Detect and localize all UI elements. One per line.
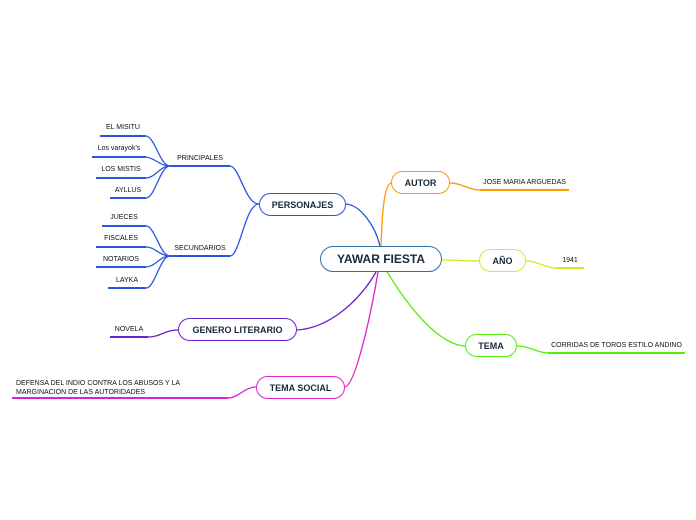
anio-value-underline [556, 267, 584, 269]
link-secundarios-3 [145, 255, 171, 289]
topic-autor-label: AUTOR [404, 177, 437, 188]
leaf-secundarios-0[interactable]: JUECES [102, 214, 146, 223]
subtopic-principales-label: PRINCIPALES [177, 155, 223, 162]
leaf-principales-2[interactable]: LOS MISTIS [96, 166, 146, 175]
tema-social-value[interactable]: DEFENSA DEL INDIO CONTRA LOS ABUSOS Y LA… [16, 380, 184, 397]
genero-value-underline [110, 336, 148, 338]
tema-value-underline [548, 352, 685, 354]
link-genero-value [147, 329, 179, 338]
link-root-tema-social [344, 271, 379, 388]
tema-value-label: CORRIDAS DE TOROS ESTILO ANDINO [551, 342, 682, 349]
topic-tema-social[interactable]: TEMA SOCIAL [256, 376, 345, 399]
genero-value-label: NOVELA [114, 326, 144, 333]
leaf-underline [110, 197, 146, 199]
tema-social-value-underline [12, 397, 228, 399]
topic-anio[interactable]: AÑO [479, 249, 526, 272]
leaf-underline [100, 135, 146, 137]
leaf-principales-1[interactable]: Los varayok's [92, 145, 146, 154]
leaf-secundarios-2[interactable]: NOTARIOS [96, 256, 146, 265]
leaf-label: Los varayok's [97, 145, 141, 152]
link-tema-social-value [227, 386, 257, 399]
leaf-principales-3[interactable]: AYLLUS [110, 187, 146, 196]
autor-value-label: JOSE MARIA ARGUEDAS [483, 179, 566, 186]
leaf-label: LOS MISTIS [101, 166, 141, 173]
leaf-underline [92, 156, 146, 158]
central-topic[interactable]: YAWAR FIESTA [320, 246, 442, 272]
leaf-secundarios-1[interactable]: FISCALES [96, 235, 146, 244]
central-topic-label: YAWAR FIESTA [336, 252, 425, 266]
topic-genero-literario[interactable]: GENERO LITERARIO [178, 318, 297, 341]
link-tema-value [516, 345, 549, 354]
autor-value-underline [480, 189, 569, 191]
genero-value[interactable]: NOVELA [110, 326, 148, 335]
link-root-tema [385, 269, 466, 347]
subtopic-secundarios[interactable]: SECUNDARIOS [170, 245, 230, 254]
topic-anio-label: AÑO [492, 255, 513, 266]
link-autor-value [449, 182, 481, 191]
link-root-autor [380, 182, 392, 247]
topic-tema-label: TEMA [478, 340, 504, 351]
link-principales-3 [145, 165, 171, 199]
leaf-label: LAYKA [115, 277, 139, 284]
link-root-genero [296, 271, 377, 331]
tema-value[interactable]: CORRIDAS DE TOROS ESTILO ANDINO [548, 342, 685, 351]
autor-value[interactable]: JOSE MARIA ARGUEDAS [480, 179, 569, 188]
link-root-personajes [345, 203, 381, 247]
leaf-label: AYLLUS [114, 187, 142, 194]
link-personajes-secundarios [229, 203, 260, 257]
leaf-principales-0[interactable]: EL MISITU [100, 124, 146, 133]
topic-genero-label: GENERO LITERARIO [192, 324, 283, 335]
link-root-anio [440, 259, 480, 262]
anio-value-label: 1941 [562, 257, 578, 264]
subtopic-principales-underline [170, 165, 230, 167]
leaf-label: FISCALES [104, 235, 138, 242]
leaf-underline [108, 287, 146, 289]
link-personajes-principales [229, 165, 260, 205]
leaf-label: NOTARIOS [102, 256, 140, 263]
anio-value[interactable]: 1941 [556, 257, 584, 266]
leaf-label: JUECES [110, 214, 138, 221]
leaf-underline [96, 246, 146, 248]
subtopic-secundarios-underline [170, 255, 230, 257]
topic-autor[interactable]: AUTOR [391, 171, 450, 194]
leaf-underline [96, 266, 146, 268]
subtopic-secundarios-label: SECUNDARIOS [174, 245, 226, 252]
subtopic-principales[interactable]: PRINCIPALES [170, 155, 230, 164]
topic-tema-social-label: TEMA SOCIAL [269, 382, 332, 393]
topic-personajes-label: PERSONAJES [271, 199, 334, 210]
leaf-underline [96, 177, 146, 179]
leaf-underline [102, 225, 146, 227]
leaf-label: EL MISITU [106, 124, 140, 131]
link-anio-value [525, 260, 557, 269]
topic-personajes[interactable]: PERSONAJES [259, 193, 346, 216]
leaf-secundarios-3[interactable]: LAYKA [108, 277, 146, 286]
tema-social-value-label: DEFENSA DEL INDIO CONTRA LOS ABUSOS Y LA… [16, 380, 180, 396]
topic-tema[interactable]: TEMA [465, 334, 517, 357]
